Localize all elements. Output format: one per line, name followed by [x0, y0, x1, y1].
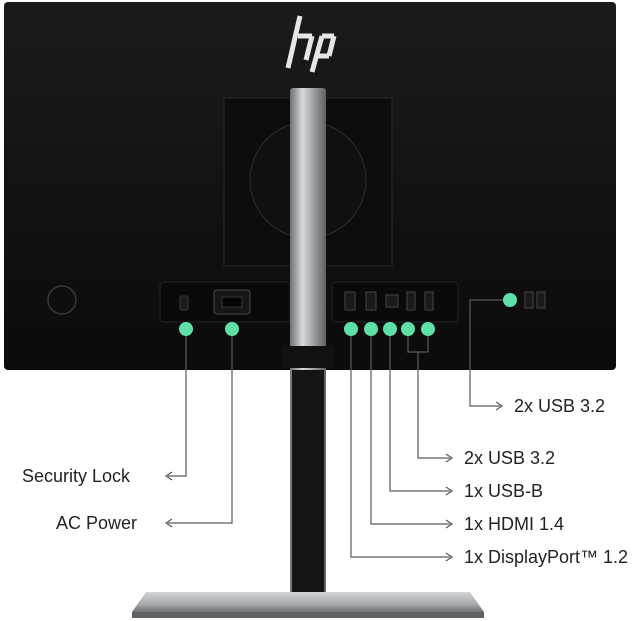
label-security-lock: Security Lock [22, 466, 131, 486]
leader-lines [168, 299, 510, 558]
marker-security-lock [179, 322, 193, 336]
label-usb-side: 2x USB 3.2 [514, 396, 606, 416]
label-hdmi: 1x HDMI 1.4 [464, 514, 565, 534]
label-ac-power: AC Power [56, 513, 138, 533]
port-markers [179, 293, 517, 336]
marker-usb-rear-2 [421, 322, 435, 336]
marker-usb-side [503, 293, 517, 307]
marker-ac-power [225, 322, 239, 336]
marker-displayport [344, 322, 358, 336]
stand-base [132, 592, 484, 612]
leader-arrows [164, 401, 504, 562]
label-displayport: 1x DisplayPort™ 1.2 [464, 547, 629, 567]
label-usb-b: 1x USB-B [464, 481, 544, 501]
power-button [47, 285, 77, 315]
marker-usb-rear-1 [401, 322, 415, 336]
label-usb-rear: 2x USB 3.2 [464, 448, 556, 468]
stand-bracket [282, 346, 334, 368]
marker-hdmi [364, 322, 378, 336]
hp-logo [285, 15, 337, 73]
marker-usb-b [383, 322, 397, 336]
security-lock-slot [179, 295, 189, 311]
